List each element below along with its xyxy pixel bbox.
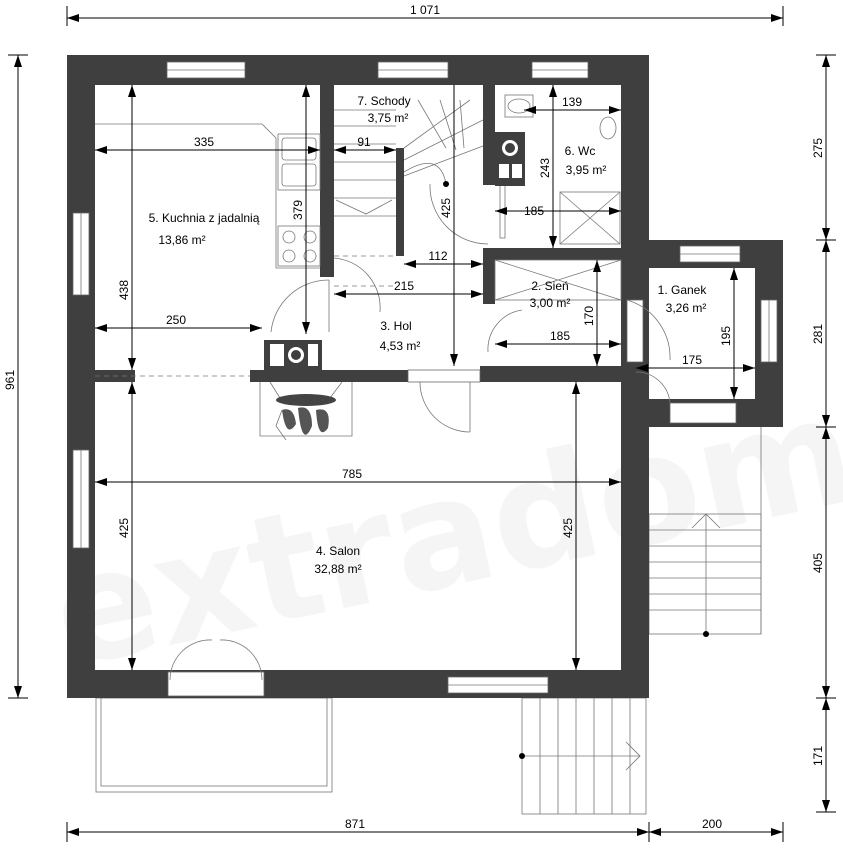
doors [169, 183, 671, 681]
entrance-stairs-bottom [519, 697, 647, 815]
dim-kitchen-width: 335 [194, 135, 214, 149]
dimension-lines [8, 6, 836, 842]
dim-sien-height: 170 [582, 306, 596, 326]
dim-kitchen-height: 438 [117, 280, 131, 300]
dim-ganek-height: 195 [719, 326, 733, 346]
right-seg-1-label: 275 [811, 138, 825, 158]
room-sien-name: 2. Sień [531, 279, 568, 293]
room-sien-area: 3,00 m² [530, 296, 571, 310]
overall-height-label: 961 [3, 370, 17, 390]
interior-stairs [334, 99, 484, 217]
dim-stairs-height: 425 [439, 198, 453, 218]
right-seg-3-label: 405 [811, 553, 825, 573]
windows [72, 61, 778, 697]
right-seg-2-label: 281 [811, 324, 825, 344]
dim-salon-left-height: 425 [117, 518, 131, 538]
room-wc-area: 3,95 m² [566, 163, 607, 177]
sien-cross [494, 259, 622, 301]
room-hol-area: 4,53 m² [380, 339, 421, 353]
room-schody-area: 3,75 m² [368, 111, 409, 125]
overall-width-label: 1 071 [410, 3, 440, 17]
dim-salon-width: 785 [342, 467, 362, 481]
right-seg-4-label: 171 [811, 746, 825, 766]
room-salon-name: 4. Salon [316, 544, 360, 558]
interior-dimensions [95, 85, 755, 670]
dim-sien-width: 185 [550, 329, 570, 343]
dim-hall-lower: 215 [394, 279, 414, 293]
room-kuchnia-name: 5. Kuchnia z jadalnią [149, 211, 260, 225]
dim-hall-upper: 112 [428, 249, 447, 263]
room-kuchnia-area: 13,86 m² [158, 233, 205, 247]
room-salon-area: 32,88 m² [314, 562, 361, 576]
bottom-right-label: 200 [702, 817, 722, 831]
bottom-main-label: 871 [345, 817, 365, 831]
dim-wc-width: 139 [562, 95, 582, 109]
room-schody-name: 7. Schody [357, 94, 410, 108]
room-hol-name: 3. Hol [380, 319, 411, 333]
room-labels: 5. Kuchnia z jadalnią 13,86 m² 7. Schody… [149, 94, 708, 576]
fireplace [259, 340, 353, 441]
entrance-stairs-right [648, 427, 762, 637]
dashed-lines [95, 255, 396, 377]
room-ganek-name: 1. Ganek [658, 283, 708, 297]
dim-kitchen-counter: 379 [291, 200, 305, 220]
dim-wc-height: 243 [538, 158, 552, 178]
terrace [95, 697, 333, 793]
room-ganek-area: 3,26 m² [666, 301, 707, 315]
dim-salon-right-height: 425 [561, 518, 575, 538]
dim-dining-width: 250 [166, 313, 186, 327]
kitchen-fixtures [95, 123, 321, 269]
dim-stairs-width: 91 [357, 135, 371, 149]
dim-ganek-width: 175 [682, 353, 702, 367]
room-wc-name: 6. Wc [565, 144, 596, 158]
dim-wc-lower: 185 [524, 204, 544, 218]
